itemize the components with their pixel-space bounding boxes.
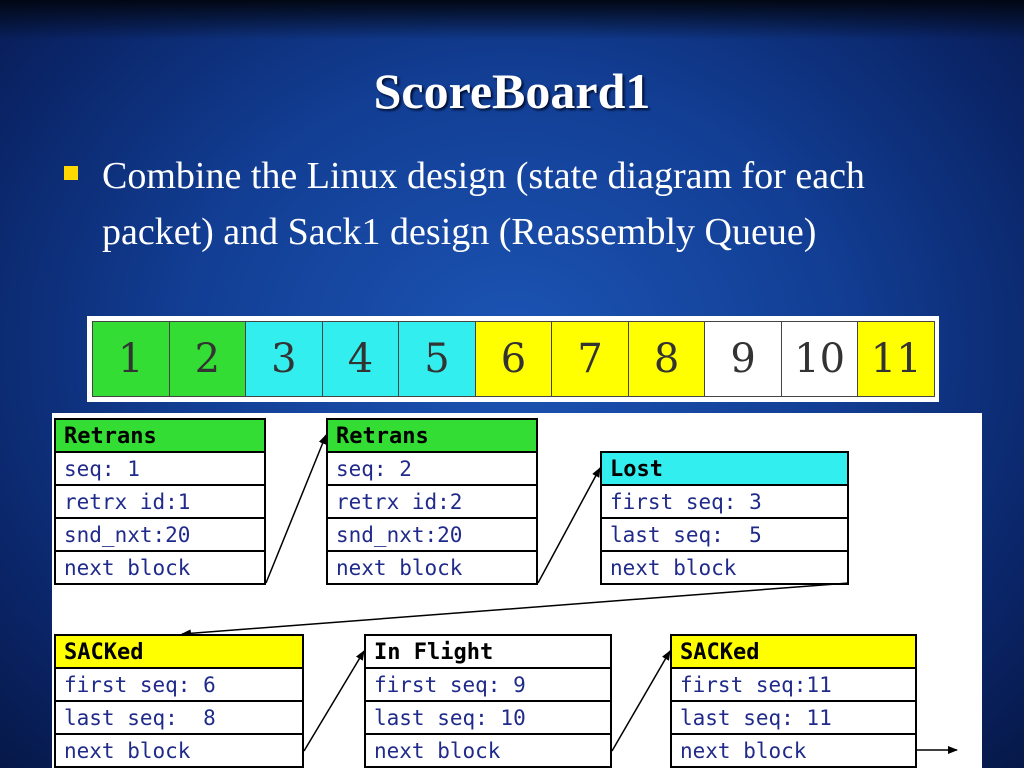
packet-cell-2: 2 xyxy=(168,321,247,397)
packet-cell-8: 8 xyxy=(627,321,706,397)
block-field: first seq: 9 xyxy=(366,669,610,702)
packet-cell-5: 5 xyxy=(398,321,476,397)
block-field: last seq: 11 xyxy=(672,702,915,735)
block-state-label: Retrans xyxy=(328,420,536,453)
block-state-label: SACKed xyxy=(56,636,302,669)
block-field: last seq: 10 xyxy=(366,702,610,735)
next-block-field: next block xyxy=(336,556,463,580)
block-field: last seq: 8 xyxy=(56,702,302,735)
block-field: snd_nxt:20 xyxy=(56,519,264,552)
packet-cell-10: 10 xyxy=(780,321,859,397)
block-state-label: Lost xyxy=(602,453,847,486)
next-block-field: next block xyxy=(374,739,501,763)
packet-cell-6: 6 xyxy=(474,321,553,397)
block-state-label: In Flight xyxy=(366,636,610,669)
block-field: snd_nxt:20 xyxy=(328,519,536,552)
block-state-label: Retrans xyxy=(56,420,264,453)
packet-cell-11: 11 xyxy=(857,321,936,397)
next-block-arrow-2 xyxy=(537,467,601,584)
top-shadow-band xyxy=(0,0,1024,40)
block-field: first seq:11 xyxy=(672,669,915,702)
next-block-field: next block xyxy=(64,739,191,763)
block-field: seq: 2 xyxy=(328,453,536,486)
block-link-arrows xyxy=(181,434,958,754)
square-bullet-icon xyxy=(64,166,78,180)
block-field: first seq: 6 xyxy=(56,669,302,702)
next-block-arrow-1 xyxy=(265,434,327,584)
packet-cell-1: 1 xyxy=(92,321,170,397)
bullet-text: Combine the Linux design (state diagram … xyxy=(102,155,865,253)
block-field: retrx id:2 xyxy=(328,486,536,519)
slide-title: ScoreBoard1 xyxy=(373,63,651,119)
block-field: seq: 1 xyxy=(56,453,264,486)
next-block-field: next block xyxy=(610,556,737,580)
packet-cell-9: 9 xyxy=(704,321,782,397)
block-field: last seq: 5 xyxy=(602,519,847,552)
next-block-arrow-3 xyxy=(181,582,850,638)
next-block-field: next block xyxy=(680,739,807,763)
packet-cell-7: 7 xyxy=(551,321,629,397)
packet-cell-3: 3 xyxy=(245,321,323,397)
next-block-arrow-4 xyxy=(303,650,365,752)
next-block-field: next block xyxy=(64,556,191,580)
block-field: retrx id:1 xyxy=(56,486,264,519)
block-state-label: SACKed xyxy=(672,636,915,669)
next-block-arrow-5 xyxy=(611,650,671,752)
packet-cell-4: 4 xyxy=(321,321,400,397)
block-field: first seq: 3 xyxy=(602,486,847,519)
